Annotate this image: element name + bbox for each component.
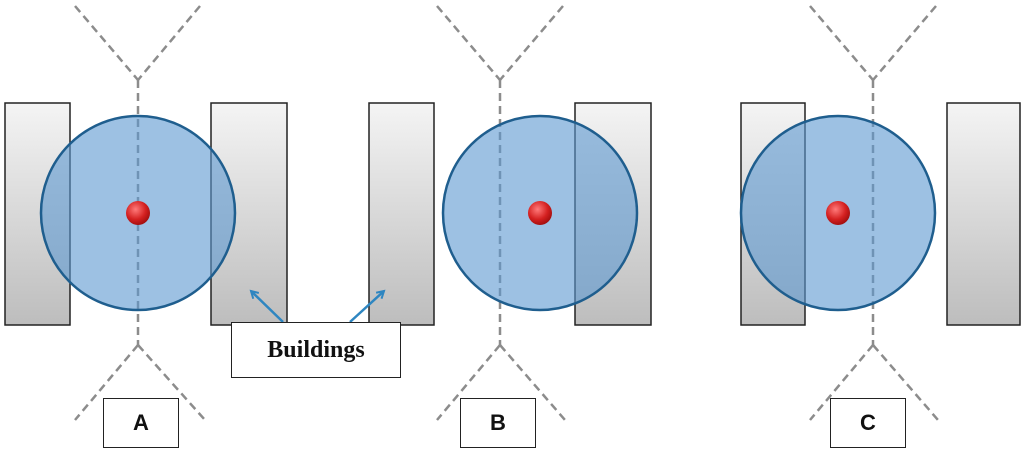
node-c [826,201,850,225]
panel-c [739,5,1021,421]
panel-label-a-text: A [133,410,149,435]
panel-label-b-text: B [490,410,506,435]
panel-label-a: A [103,398,179,448]
node-a [126,201,150,225]
building-c-right [946,102,1021,326]
building-b-left [368,102,435,326]
buildings-callout-text: Buildings [267,336,365,363]
callout-arrows [251,291,384,323]
building-a-right [210,102,288,326]
panel-label-b: B [460,398,536,448]
panel-b [368,5,652,421]
panel-label-c: C [830,398,906,448]
callout-arrow-right [349,291,384,323]
panel-label-c-text: C [860,410,876,435]
panel-a [4,5,288,421]
buildings-callout: Buildings [231,322,401,378]
node-b [528,201,552,225]
callout-arrow-left [251,291,284,323]
